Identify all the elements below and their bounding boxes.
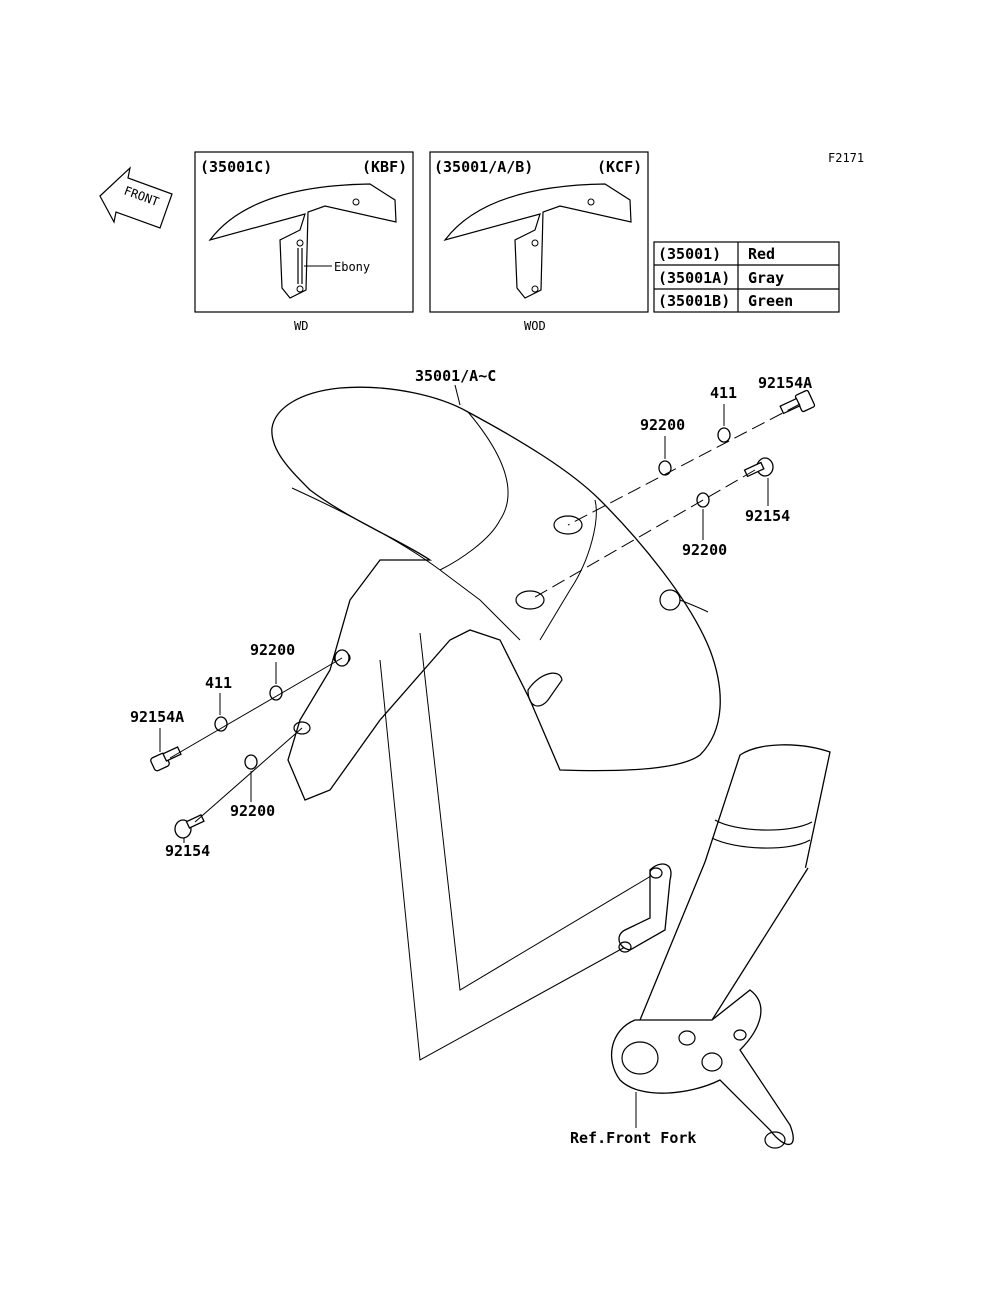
label-ref-front-fork: Ref.Front Fork bbox=[570, 1129, 696, 1147]
color-table: (35001) Red (35001A) Gray (35001B) Green bbox=[653, 241, 840, 313]
figure-code: F2171 bbox=[828, 151, 864, 165]
variant-box-wd: (35001C) (KBF) Ebony WD bbox=[194, 151, 414, 333]
front-fender bbox=[271, 386, 721, 801]
variant-box-wd-variant: (KBF) bbox=[362, 158, 407, 176]
variant-box-wod-code: (35001/A/B) bbox=[434, 158, 533, 176]
label-92200-left-top: 92200 bbox=[250, 641, 295, 659]
label-411-left: 411 bbox=[205, 674, 232, 692]
ebony-note: Ebony bbox=[334, 260, 370, 274]
label-92200-right-top: 92200 bbox=[640, 416, 685, 434]
bolt-92154a-left-icon bbox=[150, 746, 182, 772]
variant-box-wd-caption: WD bbox=[294, 319, 308, 333]
label-92154-right: 92154 bbox=[745, 507, 790, 525]
washer-92200-left-mid-icon bbox=[269, 685, 283, 701]
front-arrow-icon: FRONT bbox=[99, 166, 173, 229]
variant-box-wod-variant: (KCF) bbox=[597, 158, 642, 176]
color-table-color-2: Green bbox=[748, 292, 793, 310]
label-411-right: 411 bbox=[710, 384, 737, 402]
fender-thumbnail-wd bbox=[208, 183, 397, 299]
color-table-code-0: (35001) bbox=[658, 245, 721, 263]
washer-92200-right-top-icon bbox=[658, 460, 672, 476]
label-92200-right-bottom: 92200 bbox=[682, 541, 727, 559]
variant-box-wod-caption: WOD bbox=[524, 319, 546, 333]
front-fork bbox=[610, 744, 831, 1149]
washer-411-right-icon bbox=[717, 427, 731, 443]
color-table-code-1: (35001A) bbox=[658, 269, 730, 287]
color-table-code-2: (35001B) bbox=[658, 292, 730, 310]
label-92154a-right: 92154A bbox=[758, 374, 812, 392]
label-92200-left-bottom: 92200 bbox=[230, 802, 275, 820]
washer-411-left-icon bbox=[214, 716, 228, 732]
bolt-92154a-right-icon bbox=[779, 389, 816, 415]
label-92154a-left: 92154A bbox=[130, 708, 184, 726]
color-table-color-0: Red bbox=[748, 245, 775, 263]
color-table-color-1: Gray bbox=[748, 269, 784, 287]
label-fender: 35001/A~C bbox=[415, 367, 496, 385]
variant-box-wod: (35001/A/B) (KCF) WOD bbox=[429, 151, 649, 333]
washer-92200-left-bottom-icon bbox=[244, 754, 258, 770]
fender-thumbnail-wod bbox=[443, 183, 632, 299]
variant-box-wd-code: (35001C) bbox=[200, 158, 272, 176]
label-92154-left: 92154 bbox=[165, 842, 210, 860]
